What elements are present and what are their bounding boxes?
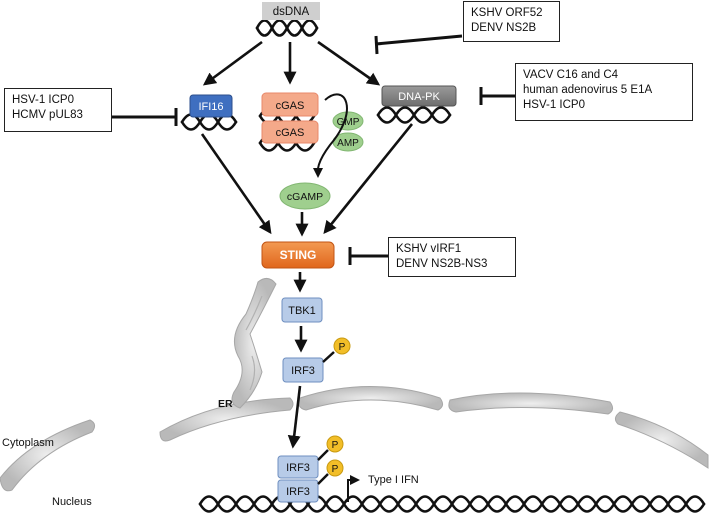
phosphate-1 bbox=[333, 337, 351, 355]
amp-label: AMP bbox=[337, 138, 359, 149]
gmp-ellipse bbox=[332, 111, 364, 131]
arrow-ifi16-sting bbox=[200, 133, 272, 235]
irf3-box bbox=[282, 357, 324, 383]
cgas-bottom-label: cGAS bbox=[276, 127, 305, 139]
inhibitor-box-dnapk: VACV C16 and C4 human adenovirus 5 E1A H… bbox=[515, 63, 693, 121]
phosphate-1-label: P bbox=[339, 342, 346, 353]
envelope-segment-4 bbox=[614, 411, 709, 469]
envelope-segment-2 bbox=[298, 386, 444, 411]
arrow-dnapk-sting bbox=[323, 123, 414, 235]
irf3-label: IRF3 bbox=[291, 365, 315, 377]
cgamp-synthesis-curve bbox=[312, 93, 348, 178]
dnapk-label: DNA-PK bbox=[398, 91, 440, 103]
inhibitor-hsv1-icp0-dnapk: HSV-1 ICP0 bbox=[523, 99, 585, 111]
inhibitor-hcmv-pul83: HCMV pUL83 bbox=[12, 109, 83, 121]
irf3-nuclear-top-box bbox=[277, 455, 319, 479]
ifi16-box bbox=[189, 94, 233, 118]
er-inner bbox=[245, 295, 263, 391]
dnapk-box bbox=[381, 85, 457, 107]
cgamp-ellipse bbox=[279, 182, 331, 210]
dsdna-label: dsDNA bbox=[273, 6, 310, 18]
arrow-irf3-nucleus bbox=[287, 385, 302, 449]
inhibitor-box-sting: KSHV vIRF1 DENV NS2B-NS3 bbox=[388, 237, 516, 277]
inhibitor-denv-ns2b: DENV NS2B bbox=[471, 22, 537, 34]
inhibitor-hsv1-icp0: HSV-1 ICP0 bbox=[12, 94, 74, 106]
phosphate-2-label: P bbox=[332, 440, 339, 451]
sting-box bbox=[261, 241, 335, 269]
er-label: ER bbox=[218, 398, 233, 410]
envelope-segment-3 bbox=[448, 392, 614, 415]
inhibitor-adenovirus-e1a: human adenovirus 5 E1A bbox=[523, 84, 653, 96]
inhibitor-vacv-c16-c4: VACV C16 and C4 bbox=[523, 69, 619, 81]
irf3-nuclear-top-label: IRF3 bbox=[286, 462, 310, 474]
cytoplasm-label: Cytoplasm bbox=[2, 437, 54, 449]
cgamp-label: cGAMP bbox=[287, 191, 323, 203]
inhibit-dsdna-line bbox=[375, 34, 463, 46]
envelope-segment-1 bbox=[159, 397, 294, 442]
type1-ifn-label: Type I IFN bbox=[368, 474, 419, 486]
irf3-nuclear-bottom-box bbox=[277, 479, 319, 503]
arrow-dsdna-ifi16 bbox=[202, 40, 263, 86]
dsdna-label-box bbox=[262, 2, 320, 20]
nucleus-label: Nucleus bbox=[52, 496, 92, 508]
envelope-segment-5 bbox=[0, 419, 96, 492]
inhibitor-box-dsdna: KSHV ORF52 DENV NS2B bbox=[463, 1, 560, 42]
er-shape bbox=[231, 278, 277, 409]
phosphate-2 bbox=[326, 435, 344, 453]
phosphate-3-label: P bbox=[332, 464, 339, 475]
inhibition-lines bbox=[112, 34, 515, 265]
cgas-top-label: cGAS bbox=[276, 100, 305, 112]
transcription-arrow bbox=[347, 475, 360, 502]
inhibitor-box-ifi16: HSV-1 ICP0 HCMV pUL83 bbox=[4, 88, 112, 132]
cgas-top-box bbox=[261, 92, 319, 117]
sting-label: STING bbox=[280, 248, 317, 262]
ifi16-label: IFI16 bbox=[198, 101, 223, 113]
nuclear-envelope bbox=[0, 386, 709, 492]
cgas-bottom-box bbox=[261, 120, 319, 144]
inhibitor-kshv-orf52: KSHV ORF52 bbox=[471, 7, 543, 19]
phosphate-3 bbox=[326, 459, 344, 477]
activation-arrows bbox=[200, 40, 414, 449]
tbk1-box bbox=[281, 297, 323, 323]
tbk1-label: TBK1 bbox=[288, 305, 316, 317]
gmp-label: GMP bbox=[337, 117, 360, 128]
irf3-nuclear-bottom-label: IRF3 bbox=[286, 486, 310, 498]
arrow-dsdna-dnapk bbox=[317, 40, 381, 86]
inhibitor-kshv-virf1: KSHV vIRF1 bbox=[396, 243, 462, 255]
inhibitor-denv-ns2b-ns3: DENV NS2B-NS3 bbox=[396, 258, 488, 270]
